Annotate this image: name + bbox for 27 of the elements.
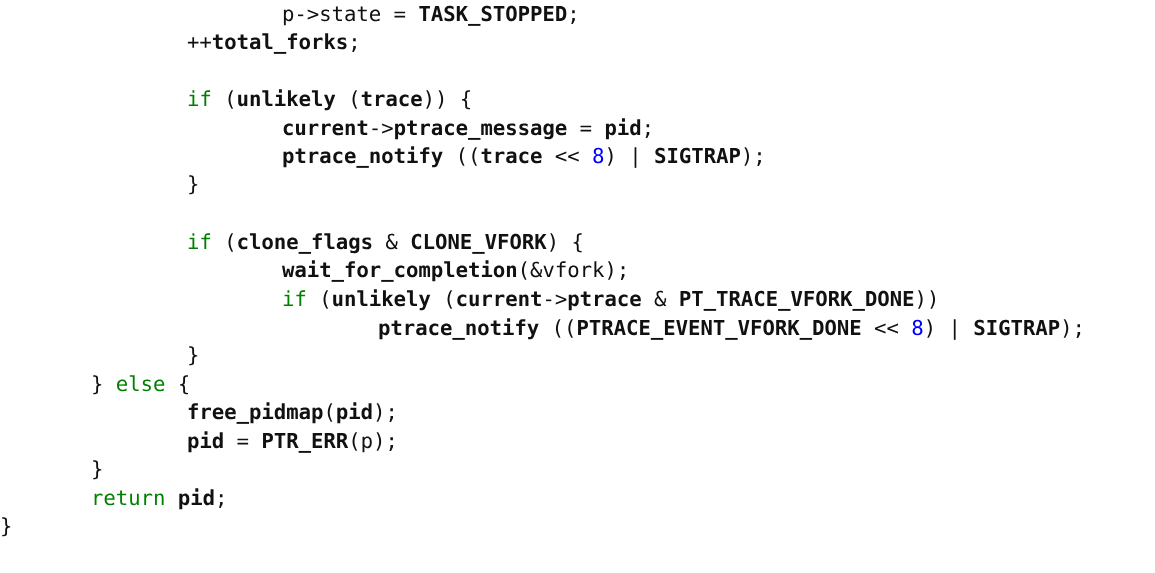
code-text: ++total_forks;: [187, 33, 356, 54]
code-text: (unlikely (trace)) {: [228, 89, 471, 111]
code-text: ) | SIGTRAP);: [927, 319, 1081, 340]
code-text: {: [180, 375, 188, 395]
code-text: }: [93, 375, 102, 395]
keyword: if: [188, 233, 211, 249]
code-text: (clone_flags & CLONE_VFORK) {: [228, 233, 582, 254]
keyword: else: [117, 375, 165, 392]
code-text: }: [93, 460, 102, 480]
code-text: (unlikely (current->ptrace & PT_TRACE_VFORK_DONE)): [323, 289, 936, 311]
keyword: if: [188, 90, 211, 106]
code-text: wait_for_completion(&vfork);: [282, 260, 625, 282]
code-text: ptrace_notify ((PTRACE_EVENT_VFORK_DONE <<: [379, 318, 898, 340]
code-text: pid = PTR_ERR(p);: [188, 431, 394, 453]
code-text: pid;: [179, 488, 223, 510]
code-text: ptrace_notify ((trace <<: [283, 146, 579, 168]
code-text: ) | SIGTRAP);: [608, 147, 761, 168]
code-text: current->ptrace_message = pid;: [283, 118, 650, 140]
keyword: if: [283, 290, 306, 306]
code-text: p->state = TASK_STOPPED;: [283, 5, 575, 26]
number-literal: 8: [593, 147, 604, 164]
code-text: free_pidmap(pid);: [188, 402, 394, 424]
code-text: }: [189, 346, 198, 366]
code-text: }: [2, 517, 11, 537]
keyword: return: [94, 490, 164, 506]
number-literal: 8: [912, 319, 923, 336]
code-text: }: [189, 175, 198, 195]
